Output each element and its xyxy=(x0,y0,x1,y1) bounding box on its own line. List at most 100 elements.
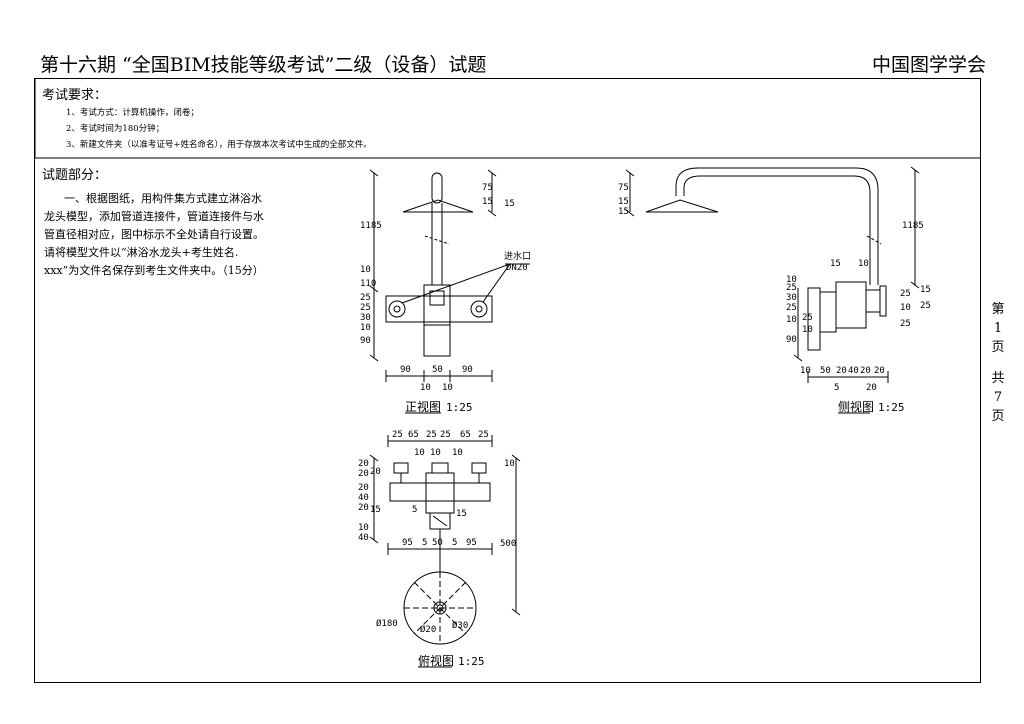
dim-label: 20 xyxy=(358,503,369,513)
dim-label: 25 xyxy=(426,430,437,440)
dim-label: 5 xyxy=(452,538,457,548)
task-line: 一、根据图纸，用构件集方式建立淋浴水 xyxy=(64,192,262,205)
dim-label: 10 xyxy=(858,259,869,269)
requirement-item: 2、考试时间为180分钟； xyxy=(66,124,165,134)
page-char: 共 xyxy=(991,371,1005,386)
dim-label: 15 xyxy=(618,207,629,217)
dim-label: 25 xyxy=(392,430,403,440)
dim-label: 25 xyxy=(900,319,911,329)
top-view-drawing xyxy=(369,435,521,668)
inlet-label: 进水口 xyxy=(504,250,531,262)
page-char: 7 xyxy=(993,390,1003,405)
dim-label: 10 xyxy=(358,523,369,533)
dim-label: 90 xyxy=(400,365,411,375)
dim-label: 95 xyxy=(402,538,413,548)
dim-label: 10 xyxy=(504,459,515,469)
dim-label: 15 xyxy=(482,197,493,207)
dim-label: 20 xyxy=(836,366,847,376)
dim-label: 25 xyxy=(360,303,371,313)
section-title: 试题部分： xyxy=(42,168,108,183)
requirement-item: 3、新建文件夹（以准考证号+姓名命名），用于存放本次考试中生成的全部文件。 xyxy=(66,140,372,150)
dim-label: 30 xyxy=(786,293,797,303)
dim-label: 15 xyxy=(830,259,841,269)
dim-label: 25 xyxy=(920,301,931,311)
dim-label: 10 xyxy=(800,366,811,376)
top-view-scale: 1:25 xyxy=(458,655,485,668)
dim-label: 20 xyxy=(860,366,871,376)
dim-label: 15 xyxy=(920,285,931,295)
dim-label: 1185 xyxy=(902,221,924,231)
dim-label: 20 xyxy=(866,383,877,393)
page-char: 第 xyxy=(991,302,1005,317)
dim-label: 15 xyxy=(618,197,629,207)
dim-label: 10 xyxy=(802,325,813,335)
dim-label: 15 xyxy=(456,509,467,519)
dim-label: 65 xyxy=(460,430,471,440)
dim-label: 10 xyxy=(414,448,425,458)
dim-label: 40 xyxy=(358,493,369,503)
dim-label: 95 xyxy=(466,538,477,548)
dim-label: 10 xyxy=(442,383,453,393)
dim-label: 25 xyxy=(440,430,451,440)
dim-label: 25 xyxy=(786,283,797,293)
organization-name: 中国图学学会 xyxy=(872,54,987,76)
dim-label: 10 xyxy=(786,315,797,325)
dim-label: Ø20 xyxy=(420,624,436,635)
dim-label: 90 xyxy=(786,335,797,345)
dim-label: 75 xyxy=(482,183,493,193)
dim-label: 10 xyxy=(360,323,371,333)
dim-label: 20 xyxy=(874,366,885,376)
dim-label: 10 xyxy=(420,383,431,393)
task-line: 龙头模型，添加管道连接件，管道连接件与水 xyxy=(44,210,264,223)
task-line: xxx”为文件名保存到考生文件夹中。（15分） xyxy=(44,264,264,277)
dim-label: 5 xyxy=(422,538,427,548)
page-char: 1 xyxy=(993,321,1003,336)
exam-title: 第十六期 “全国BIM技能等级考试”二级（设备）试题 xyxy=(40,54,487,76)
dim-label: Ø180 xyxy=(376,618,398,629)
dim-label: 65 xyxy=(408,430,419,440)
dim-label: 15 xyxy=(370,505,381,515)
dim-label: 10 xyxy=(360,265,371,275)
page-char: 页 xyxy=(991,409,1005,424)
dim-label: 10 xyxy=(786,275,797,285)
dim-label: 5 xyxy=(412,505,417,515)
dim-label: 10 xyxy=(430,448,441,458)
side-view-title: 侧视图 xyxy=(838,399,874,414)
dim-label: 40 xyxy=(358,533,369,543)
dim-label: 20 xyxy=(358,483,369,493)
requirements-title: 考试要求： xyxy=(42,88,108,103)
dim-label: 90 xyxy=(360,336,371,346)
dim-label: 25 xyxy=(360,293,371,303)
front-view-scale: 1:25 xyxy=(446,401,473,414)
dim-label: 500 xyxy=(500,539,516,549)
dim-label: 15 xyxy=(504,199,515,209)
dim-label: 1185 xyxy=(360,221,382,231)
dim-label: 20 xyxy=(370,467,381,477)
requirement-item: 1、考试方式：计算机操作，闭卷； xyxy=(66,108,199,118)
dim-label: 75 xyxy=(618,183,629,193)
inlet-size: DN20 xyxy=(506,263,528,273)
dim-label: 30 xyxy=(360,313,371,323)
dim-label: 25 xyxy=(900,289,911,299)
dim-label: Ø30 xyxy=(452,620,468,631)
dim-label: 10 xyxy=(900,303,911,313)
side-view-drawing xyxy=(625,166,920,414)
dim-label: 50 xyxy=(820,366,831,376)
dim-label: 90 xyxy=(462,365,473,375)
task-line: 管直径相对应，图中标示不全处请自行设置。 xyxy=(44,228,264,241)
dim-label: 10 xyxy=(452,448,463,458)
dim-label: 20 xyxy=(358,469,369,479)
dim-label: 25 xyxy=(802,313,813,323)
dim-label: 50 xyxy=(432,365,443,375)
dim-label: 25 xyxy=(478,430,489,440)
drawing-frame xyxy=(34,78,981,683)
dim-label: 40 xyxy=(848,366,859,376)
page-char: 页 xyxy=(991,340,1005,355)
dim-label: 5 xyxy=(834,383,839,393)
side-view-scale: 1:25 xyxy=(878,401,905,414)
dim-label: 50 xyxy=(432,538,443,548)
top-view-title: 俯视图 xyxy=(418,653,454,668)
dim-label: 20 xyxy=(358,459,369,469)
dim-label: 25 xyxy=(786,303,797,313)
